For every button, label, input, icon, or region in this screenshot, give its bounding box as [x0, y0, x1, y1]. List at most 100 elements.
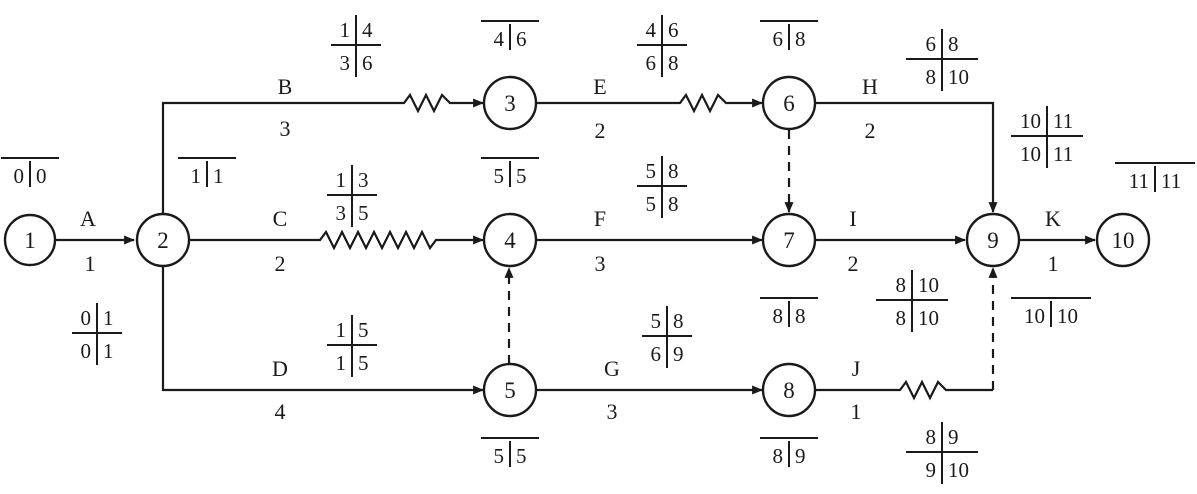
node-earliest-time: 5 [494, 164, 505, 188]
activity-latest-finish: 11 [1053, 142, 1073, 166]
node-latest-time: 11 [1161, 169, 1181, 193]
activity-latest-start: 3 [340, 51, 351, 75]
arrow-activity-C [189, 229, 484, 251]
node-5: 5 [482, 362, 538, 418]
node-earliest-time: 11 [1129, 169, 1149, 193]
activity-latest-start: 8 [896, 306, 907, 330]
activity-name-E: E [593, 74, 606, 99]
node-label: 9 [987, 228, 999, 253]
node-label: 1 [24, 228, 36, 253]
activity-latest-finish: 9 [673, 342, 684, 366]
node-label: 2 [157, 228, 169, 253]
activity-duration-G: 3 [607, 399, 618, 424]
node-6: 6 [761, 75, 817, 131]
node-7: 7 [761, 212, 817, 268]
activity-latest-start: 10 [1020, 142, 1041, 166]
node-9: 9 [965, 212, 1021, 268]
node-label: 3 [504, 91, 516, 116]
node-latest-time: 5 [516, 164, 527, 188]
activity-name-I: I [849, 206, 856, 231]
node-latest-time: 9 [795, 444, 806, 468]
activity-earliest-finish: 11 [1053, 109, 1073, 133]
activity-duration-B: 3 [280, 116, 291, 141]
node-label: 8 [783, 378, 795, 403]
activity-earliest-start: 6 [926, 32, 937, 56]
node-label: 5 [504, 378, 516, 403]
node-latest-time: 8 [795, 27, 806, 51]
node-8: 8 [761, 362, 817, 418]
activity-earliest-finish: 5 [358, 318, 369, 342]
activity-duration-E: 2 [595, 118, 606, 143]
activity-latest-finish: 5 [358, 351, 369, 375]
activity-duration-K: 1 [1048, 251, 1059, 276]
node-earliest-time: 8 [773, 444, 784, 468]
activity-latest-start: 8 [926, 65, 937, 89]
node-2: 2 [135, 212, 191, 268]
activity-name-K: K [1045, 206, 1061, 231]
arrow-activity-D [161, 266, 484, 395]
activity-latest-finish: 5 [358, 201, 369, 225]
activity-earliest-start: 8 [926, 425, 937, 449]
arrow-activity-H [815, 101, 998, 213]
activity-latest-start: 6 [651, 342, 662, 366]
activity-name-A: A [80, 206, 96, 231]
node-1: 1 [3, 213, 57, 267]
activity-name-G: G [604, 356, 620, 381]
node-4: 4 [482, 212, 538, 268]
activity-earliest-finish: 8 [668, 159, 679, 183]
activity-name-C: C [273, 206, 288, 231]
activity-latest-finish: 10 [948, 458, 969, 482]
activity-earliest-finish: 4 [362, 18, 373, 42]
node-time-label-10: 11 11 [1115, 162, 1195, 193]
node-earliest-time: 10 [1024, 304, 1045, 328]
activity-earliest-finish: 8 [948, 32, 959, 56]
node-latest-time: 5 [516, 444, 527, 468]
node-label: 6 [783, 91, 795, 116]
activity-latest-finish: 1 [103, 339, 114, 363]
node-latest-time: 1 [213, 164, 224, 188]
activity-name-B: B [278, 74, 293, 99]
activity-latest-start: 9 [926, 458, 937, 482]
activity-earliest-start: 1 [336, 168, 347, 192]
node-label: 10 [1112, 228, 1135, 253]
activity-duration-J: 1 [851, 399, 862, 424]
activity-name-F: F [594, 206, 606, 231]
arrow-activity-J [815, 379, 993, 401]
node-earliest-time: 0 [14, 164, 25, 188]
activity-latest-finish: 10 [918, 306, 939, 330]
activity-duration-C: 2 [275, 251, 286, 276]
activity-earliest-start: 4 [646, 18, 657, 42]
activity-duration-F: 3 [595, 251, 606, 276]
activity-name-H: H [862, 74, 878, 99]
activity-duration-H: 2 [865, 118, 876, 143]
activity-duration-I: 2 [848, 251, 859, 276]
activity-latest-start: 0 [81, 339, 92, 363]
activity-earliest-start: 5 [646, 159, 657, 183]
activity-latest-finish: 6 [362, 51, 373, 75]
activity-earliest-finish: 6 [668, 18, 679, 42]
activity-latest-start: 1 [336, 351, 347, 375]
activity-earliest-finish: 9 [948, 425, 959, 449]
activity-duration-D: 4 [275, 399, 286, 424]
activity-latest-finish: 10 [948, 65, 969, 89]
activity-latest-start: 6 [646, 51, 657, 75]
activity-latest-finish: 8 [668, 51, 679, 75]
node-earliest-time: 6 [773, 27, 784, 51]
